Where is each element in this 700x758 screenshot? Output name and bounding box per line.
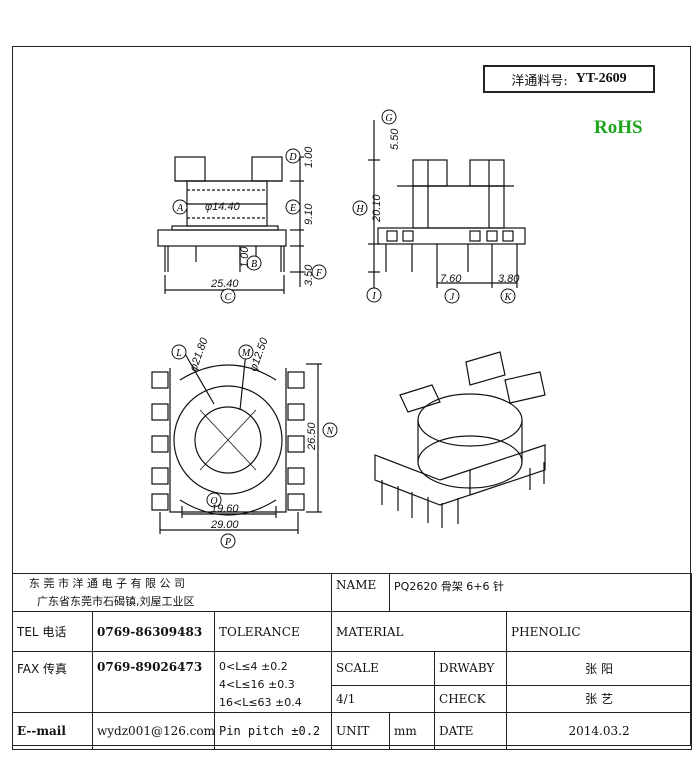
scale-value: 4/1 [331,684,436,714]
svg-text:F: F [315,268,323,279]
dim-19-60: 19.60 [211,503,239,515]
material-value: PHENOLIC [506,611,693,652]
unit-label: UNIT [331,712,391,750]
label-k: K [500,288,516,304]
svg-text:K: K [504,292,513,303]
rohs-mark: RoHS [594,117,643,138]
dim-25-40: 25.40 [210,278,239,290]
svg-text:J: J [450,292,455,303]
email-label: E--mail [12,712,93,750]
svg-text:D: D [288,152,297,163]
dim-29-00: 29.00 [210,519,239,531]
company-name: 东 莞 市 洋 通 电 子 有 限 公 司 [29,576,185,590]
tolerance-row-1: 0<L≤4 ±0.2 [219,660,288,673]
svg-text:I: I [371,291,376,302]
tolerance-label: TOLERANCE [213,611,333,652]
svg-text:G: G [385,113,392,124]
svg-text:A: A [176,203,184,214]
title-block: 东 莞 市 洋 通 电 子 有 限 公 司 广东省东莞市石碣镇,刘屋工业区 NA… [11,573,693,750]
drawby-value: 张 阳 [506,651,693,686]
dim-3-80: 3.80 [498,273,520,285]
pin-pitch: Pin pitch ±0.2 [213,712,333,750]
dim-14-40: φ14.40 [205,201,241,213]
label-h: H [352,200,368,216]
label-i: I [366,287,382,303]
tel-label: TEL 电话 [12,611,93,652]
part-number-box: 洋通料号: YT-2609 [483,65,655,93]
fax-value: 0769-89026473 [92,651,215,713]
drawby-label: DRWABY [434,651,508,686]
check-label: CHECK [434,684,508,714]
tel-value: 0769-86309483 [92,611,215,652]
company-cell: 东 莞 市 洋 通 电 子 有 限 公 司 广东省东莞市石碣镇,刘屋工业区 [11,573,333,612]
date-label: DATE [434,712,508,750]
front-view [157,156,304,294]
label-g: G [381,109,397,125]
dim-1-00-top: 1.00 [303,146,315,168]
tolerance-row-3: 16<L≤63 ±0.4 [219,696,302,709]
svg-text:L: L [175,348,182,359]
label-n: N [322,422,338,438]
label-j: J [444,288,460,304]
label-a: A [172,199,188,215]
top-view [151,351,322,534]
dim-20-10: 20.10 [371,194,383,223]
svg-text:B: B [251,259,257,270]
dim-5-50: 5.50 [389,128,401,150]
date-value: 2014.03.2 [506,712,693,750]
technical-drawing: A B C D E F G H I J K L M N O P φ14.40 2… [151,109,546,549]
scale-label: SCALE [331,651,436,686]
svg-text:O: O [210,496,217,507]
label-m: M [238,344,254,360]
svg-text:E: E [289,203,296,214]
svg-text:P: P [224,537,231,548]
label-l: L [171,344,187,360]
dim-1-00-bottom: 1.00 [239,246,251,268]
label-f: F [311,264,327,280]
dim-26-50: 26.50 [306,422,318,451]
label-o: O [206,492,222,508]
name-label: NAME [331,573,391,612]
isometric-view [374,351,546,528]
check-value: 张 艺 [506,684,693,714]
dim-9-10: 9.10 [303,203,315,225]
svg-text:N: N [326,426,335,437]
fax-label: FAX 传真 [12,651,93,713]
label-b: B [246,255,262,271]
svg-text:C: C [225,292,232,303]
label-p: P [220,533,236,549]
dim-7-60: 7.60 [440,273,462,285]
svg-text:H: H [355,204,364,215]
label-c: C [220,288,236,304]
part-number-value: YT-2609 [575,71,627,86]
side-view [368,120,526,290]
label-e: E [285,199,301,215]
email-value: wydz001@126.com [92,712,215,750]
svg-text:M: M [241,348,251,359]
unit-value: mm [389,712,436,750]
label-d: D [285,148,301,164]
tolerance-values: 0<L≤4 ±0.2 4<L≤16 ±0.3 16<L≤63 ±0.4 [213,651,333,713]
name-value: PQ2620 骨架 6+6 针 [389,573,693,612]
company-address: 广东省东莞市石碣镇,刘屋工业区 [37,594,195,608]
part-number-label: 洋通料号: [511,73,568,89]
dim-3-50: 3.50 [303,264,315,286]
material-label: MATERIAL [331,611,508,652]
tolerance-row-2: 4<L≤16 ±0.3 [219,678,295,691]
